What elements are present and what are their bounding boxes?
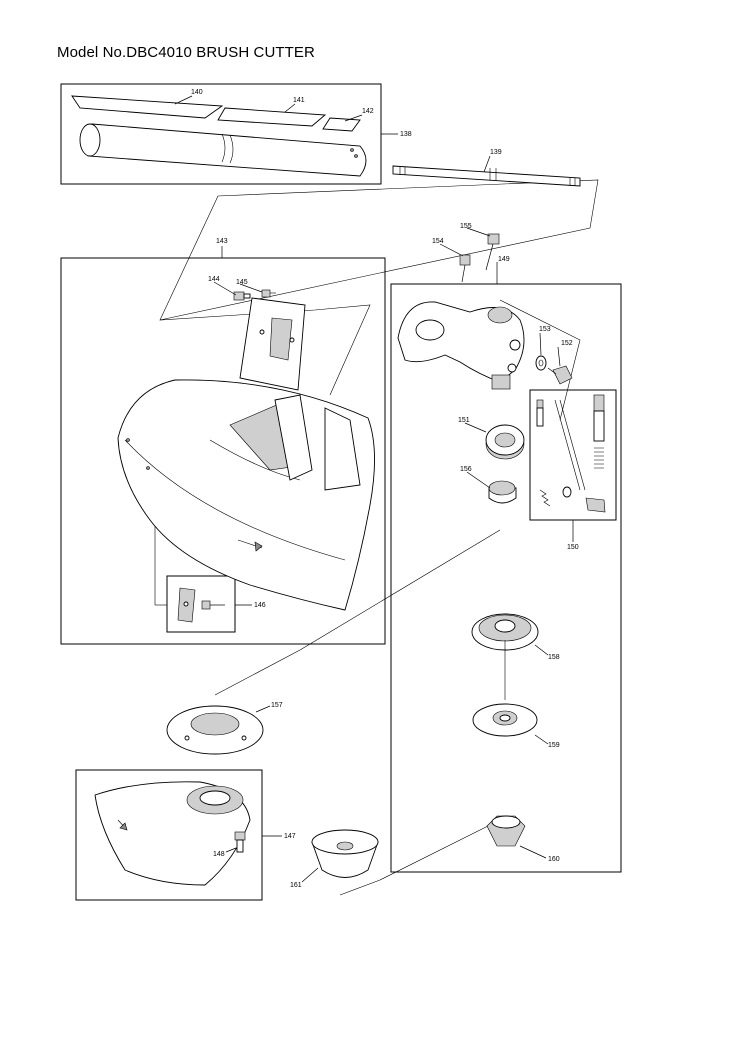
- label-part-157: 157: [271, 702, 283, 709]
- part-144-bolt: [233, 291, 251, 301]
- part-150-lock-pin-assembly: [536, 394, 606, 513]
- part-140-label-sticker: [71, 95, 224, 119]
- label-part-147: 147: [284, 833, 296, 840]
- label-part-151: 151: [458, 417, 470, 424]
- part-138-shaft-tube: [79, 123, 367, 177]
- construction-line: [339, 819, 501, 896]
- gear-head-box: [390, 283, 622, 873]
- construction-line: [159, 195, 371, 396]
- part-160-lock-nut: [486, 815, 526, 847]
- label-part-154: 154: [432, 238, 444, 245]
- construction-line: [159, 179, 599, 321]
- page-title: Model No.DBC4010 BRUSH CUTTER: [57, 44, 315, 61]
- part-161-cup: [311, 829, 379, 878]
- part-141-label-sticker: [217, 107, 327, 127]
- part-156-bushing: [488, 480, 517, 504]
- label-part-161: 161: [290, 882, 302, 889]
- leader-lines: [174, 95, 574, 883]
- label-part-160: 160: [548, 856, 560, 863]
- part-154-bolt: [459, 254, 471, 283]
- construction-line: [214, 529, 501, 696]
- part-153-washer: [535, 355, 547, 371]
- label-part-155: 155: [460, 223, 472, 230]
- label-part-143: 143: [216, 238, 228, 245]
- part-146-clamp: [177, 587, 225, 623]
- guard-clamp-box: [166, 575, 236, 633]
- part-142-label-sticker: [322, 117, 361, 132]
- label-part-153: 153: [539, 326, 551, 333]
- label-part-152: 152: [561, 340, 573, 347]
- part-148-bolt: [234, 831, 246, 853]
- part-159-clamp-washer: [472, 703, 538, 737]
- construction-line: [499, 299, 581, 421]
- part-152-bolt: [547, 365, 573, 385]
- part-145-bolt: [261, 289, 276, 298]
- label-part-145: 145: [236, 279, 248, 286]
- part-149-gear-housing: [397, 301, 525, 390]
- label-part-150: 150: [567, 544, 579, 551]
- label-part-142: 142: [362, 108, 374, 115]
- part-139-drive-shaft: [392, 165, 581, 187]
- label-part-144: 144: [208, 276, 220, 283]
- label-part-159: 159: [548, 742, 560, 749]
- label-part-158: 158: [548, 654, 560, 661]
- label-part-139: 139: [490, 149, 502, 156]
- part-151-bearing: [485, 424, 525, 460]
- guard-assembly-box: [60, 257, 386, 645]
- guard-mount-plate: [239, 297, 306, 391]
- label-part-140: 140: [191, 89, 203, 96]
- cover-box: [75, 769, 263, 901]
- label-part-149: 149: [498, 256, 510, 263]
- part-155-bolt: [485, 233, 500, 271]
- part-147-cover: [94, 781, 251, 886]
- label-part-138: 138: [400, 131, 412, 138]
- label-part-141: 141: [293, 97, 305, 104]
- label-part-148: 148: [213, 851, 225, 858]
- part-143-grass-guard: [117, 379, 375, 611]
- label-part-156: 156: [460, 466, 472, 473]
- part-157-guard-washer: [166, 705, 264, 755]
- label-part-146: 146: [254, 602, 266, 609]
